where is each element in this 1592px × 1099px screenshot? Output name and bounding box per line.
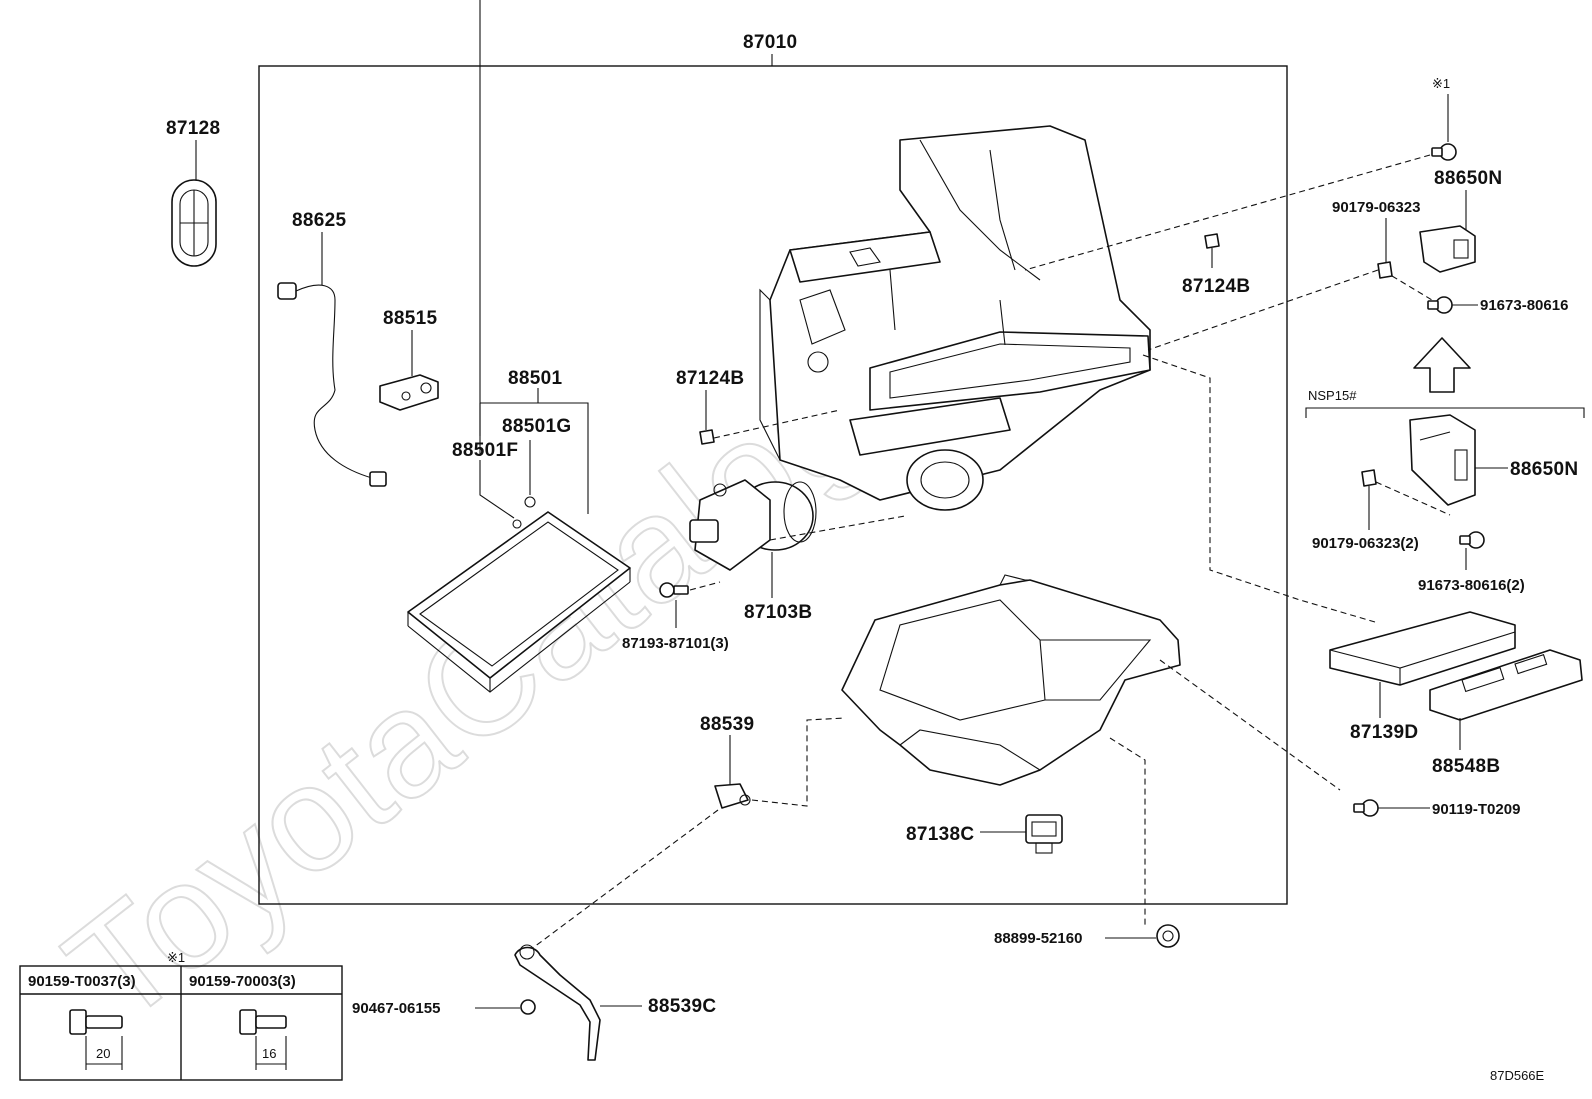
label-87124B-right: 87124B [1182, 276, 1250, 297]
clip-90179-top[interactable] [1377, 261, 1393, 279]
connector-87138C[interactable] [1025, 814, 1063, 854]
block-88515[interactable] [379, 374, 439, 411]
label-90467: 90467-06155 [352, 1000, 440, 1017]
grommet-87128[interactable] [171, 179, 217, 267]
filter-87139D[interactable] [1329, 611, 1516, 686]
label-88625: 88625 [292, 210, 346, 231]
note-mark-table: ※1 [167, 950, 185, 965]
clip-87124B-left[interactable] [699, 429, 715, 445]
label-90179-bottom: 90179-06323(2) [1312, 535, 1419, 552]
label-88548B: 88548B [1432, 756, 1500, 777]
assembly-label: 87010 [743, 32, 797, 53]
label-88501: 88501 [508, 368, 562, 389]
screw-87193[interactable] [659, 582, 689, 598]
label-87138C: 87138C [906, 824, 974, 845]
clamp-88539[interactable] [714, 783, 751, 809]
blower-motor-87103B[interactable] [689, 479, 817, 571]
label-91673-top: 91673-80616 [1480, 297, 1568, 314]
clip-88899[interactable] [1156, 924, 1180, 948]
screw-91673-top[interactable] [1427, 296, 1453, 314]
lower-case[interactable] [841, 574, 1181, 786]
label-91673-bottom: 91673-80616(2) [1418, 577, 1525, 594]
cover-88548B[interactable] [1429, 649, 1583, 721]
label-88539C: 88539C [648, 996, 716, 1017]
label-88539: 88539 [700, 714, 754, 735]
drain-hose-88539C[interactable] [514, 944, 601, 1061]
bolt-icon-1 [69, 1009, 123, 1070]
sensor-wire-88625[interactable] [277, 282, 387, 487]
label-87128: 87128 [166, 118, 220, 139]
bolt-table-part-2: 90159-70003(3) [189, 973, 296, 990]
variant-label: NSP15# [1308, 388, 1357, 403]
label-87124B-left: 87124B [676, 368, 744, 389]
filter-guide-line [1142, 354, 1376, 623]
label-88501G: 88501G [502, 416, 571, 437]
label-88501F: 88501F [452, 440, 518, 461]
label-88899: 88899-52160 [994, 930, 1082, 947]
diagram-code: 87D566E [1490, 1068, 1545, 1083]
clip-90467[interactable] [520, 999, 536, 1015]
label-88650N-top: 88650N [1434, 168, 1502, 189]
bolt-note1-top[interactable] [1431, 143, 1457, 161]
servo-88650N-bottom[interactable] [1409, 414, 1476, 506]
bolt-icon-2 [239, 1009, 287, 1070]
bolt-table [19, 965, 343, 1081]
up-arrow-icon [1413, 337, 1471, 393]
note-mark-top: ※1 [1432, 76, 1450, 91]
clip-87124B-right[interactable] [1204, 233, 1220, 249]
screw-91673-bottom[interactable] [1459, 531, 1485, 549]
heater-core-88501[interactable] [407, 511, 631, 693]
bolt-length-1: 20 [96, 1046, 110, 1061]
label-90179-top: 90179-06323 [1332, 199, 1420, 216]
label-88515: 88515 [383, 308, 437, 329]
label-90119: 90119-T0209 [1432, 801, 1520, 818]
label-87103B: 87103B [744, 602, 812, 623]
label-87193: 87193-87101(3) [622, 635, 729, 652]
label-88650N-bottom: 88650N [1510, 459, 1578, 480]
bolt-table-part-1: 90159-T0037(3) [28, 973, 136, 990]
screw-90119[interactable] [1353, 799, 1379, 817]
clip-90179-bottom[interactable] [1361, 469, 1377, 487]
label-87139D: 87139D [1350, 722, 1418, 743]
assembly-frame [258, 65, 1288, 905]
servo-88650N-top[interactable] [1419, 225, 1476, 273]
bolt-length-2: 16 [262, 1046, 276, 1061]
heater-unit-housing[interactable] [759, 125, 1151, 511]
